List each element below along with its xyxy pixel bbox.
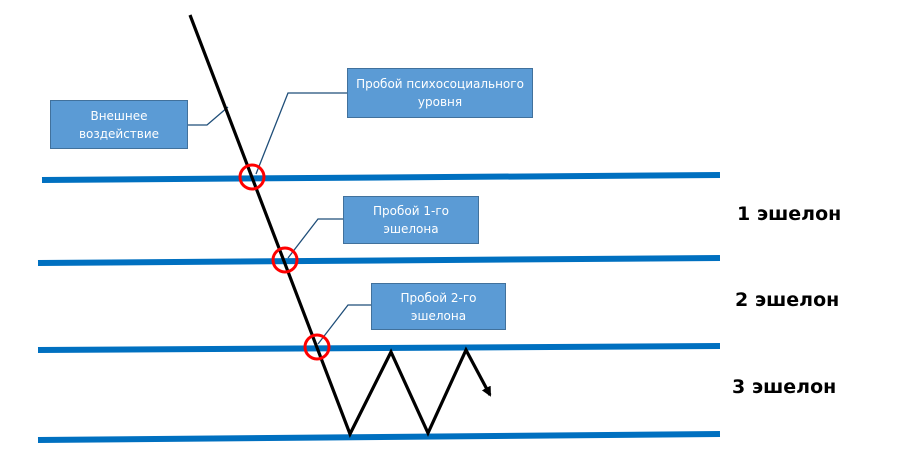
- leader-line-external-impact: [188, 106, 229, 126]
- leader-line-psychosocial: [255, 92, 347, 175]
- leader-line-echelon2: [317, 304, 371, 345]
- level-label-echelon1: 1 эшелон: [737, 203, 842, 225]
- callout-echelon2-line2: эшелона: [410, 308, 467, 323]
- callout-echelon2-line1: Пробой 2-го: [400, 290, 477, 305]
- callout-external-impact: Внешнее воздействие: [50, 100, 188, 149]
- level-line-echelon2: [37, 343, 721, 353]
- callout-echelon1-breakthrough: Пробой 1-го эшелона: [343, 196, 479, 244]
- level-line-psychosocial: [41, 172, 721, 183]
- callout-external-impact-line2: воздействие: [78, 126, 160, 141]
- callout-echelon1-line1: Пробой 1-го: [373, 204, 449, 218]
- breakthrough-marker-echelon1: [271, 246, 299, 274]
- callout-psychosocial-breakthrough: Пробой психосоциального уровня: [347, 68, 533, 118]
- callout-external-impact-line1: Внешнее: [90, 108, 148, 123]
- level-line-echelon1: [37, 255, 721, 266]
- callout-echelon1-line2: эшелона: [383, 222, 439, 236]
- level-line-echelon3: [37, 431, 721, 443]
- breakthrough-marker-echelon2: [303, 333, 331, 361]
- impact-trajectory: [188, 14, 492, 438]
- callout-echelon2-breakthrough: Пробой 2-го эшелона: [371, 283, 506, 330]
- breakthrough-marker-psychosocial: [238, 163, 266, 191]
- level-label-echelon3: 3 эшелон: [732, 376, 837, 398]
- callout-psychosocial-line1: Пробой психосоциального: [356, 77, 524, 91]
- callout-psychosocial-line2: уровня: [417, 95, 463, 109]
- leader-line-echelon1: [287, 218, 343, 259]
- level-label-echelon2: 2 эшелон: [735, 289, 840, 311]
